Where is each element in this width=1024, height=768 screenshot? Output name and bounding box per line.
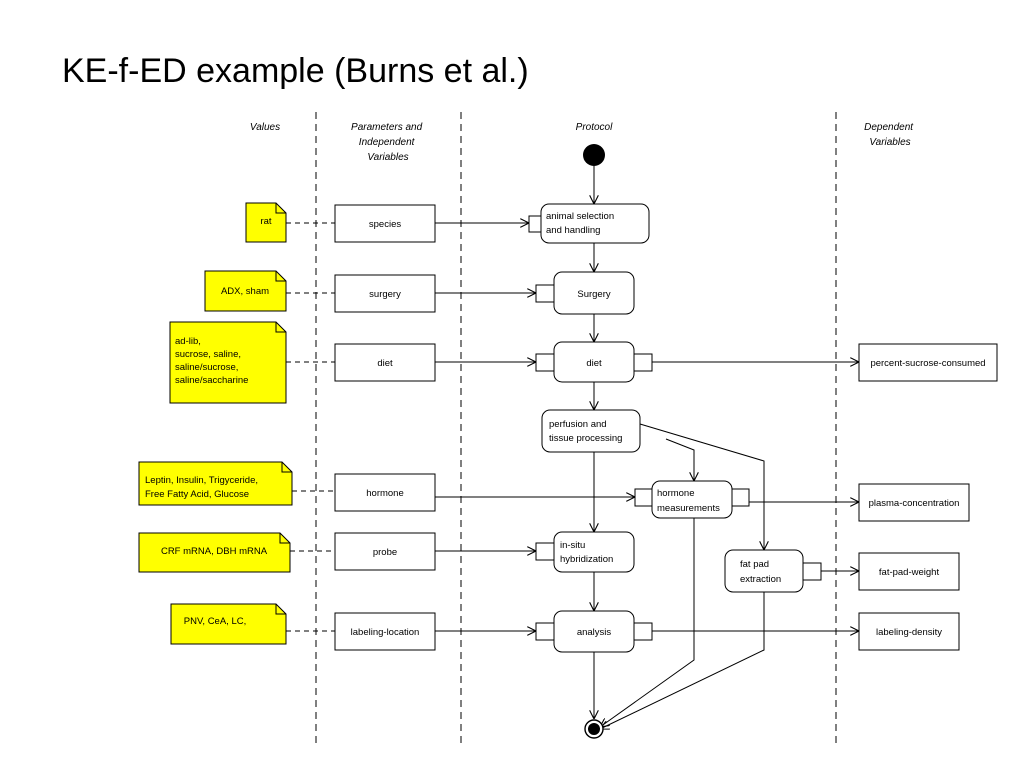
dependent-percent-sucrose-consumed: percent-sucrose-consumed [858,343,998,382]
value-note-hormone-values: Leptin, Insulin, Trigyceride, Free Fatty… [138,461,293,506]
slide-title: KE-f-ED example (Burns et al.) [62,52,529,90]
param-surgery: surgery [334,274,436,313]
value-note-diet-values: ad-lib, sucrose, saline, saline/sucrose,… [169,321,287,404]
param-probe: probe [334,532,436,571]
svg-text:CRF mRNA, DBH mRNA: CRF mRNA, DBH mRNA [161,546,268,557]
param-hormone: hormone [334,473,436,512]
svg-text:analysis: analysis [577,627,612,638]
step-analysis: analysis [535,610,653,653]
dependent-plasma-concentration: plasma-concentration [858,483,970,522]
svg-text:diet: diet [586,358,602,369]
step-surgery: Surgery [535,271,635,315]
svg-text:diet: diet [377,358,393,369]
svg-text:labeling-density: labeling-density [876,627,942,638]
svg-text:probe: probe [373,547,397,558]
svg-text:plasma-concentration: plasma-concentration [869,498,960,509]
dependent-labeling-density: labeling-density [858,612,960,651]
param-diet: diet [334,343,436,382]
svg-text:hormone: hormone [366,488,404,499]
svg-text:ad-lib, sucrose, saline,: ad-lib, sucrose, saline, saline/sucrose,… [175,336,248,386]
dependent-fat-pad-weight: fat-pad-weight [858,552,960,591]
lane-header-dependent: Dependent Variables [864,122,916,148]
value-note-surgery-values: ADX, sham [204,270,287,312]
svg-text:surgery: surgery [369,289,401,300]
svg-text:ADX, sham: ADX, sham [221,286,269,297]
svg-text:species: species [369,219,401,230]
svg-text:Surgery: Surgery [577,289,611,300]
svg-text:percent-sucrose-consumed: percent-sucrose-consumed [870,358,985,369]
svg-text:fat-pad-weight: fat-pad-weight [879,567,940,578]
initial-node [583,144,605,166]
svg-text:rat: rat [260,216,271,227]
svg-text:PNV, CeA, LC,: PNV, CeA, LC, [184,616,246,627]
svg-text:labeling-location: labeling-location [351,627,420,638]
value-note-rat: rat [245,202,287,243]
lane-header-values: Values [250,122,280,133]
value-note-probe-values: CRF mRNA, DBH mRNA [138,532,291,573]
lane-header-parameters: Parameters and Independent Variables [351,122,425,163]
final-node [584,719,604,739]
param-labeling-location: labeling-location [334,612,436,651]
value-note-location-values: PNV, CeA, LC, [170,603,287,645]
svg-text:Leptin, Insulin, Trigyceride,: Leptin, Insulin, Trigyceride, Free Fatty… [145,475,261,500]
param-species: species [334,204,436,243]
step-diet: diet [535,341,653,383]
lane-header-protocol: Protocol [576,122,613,133]
